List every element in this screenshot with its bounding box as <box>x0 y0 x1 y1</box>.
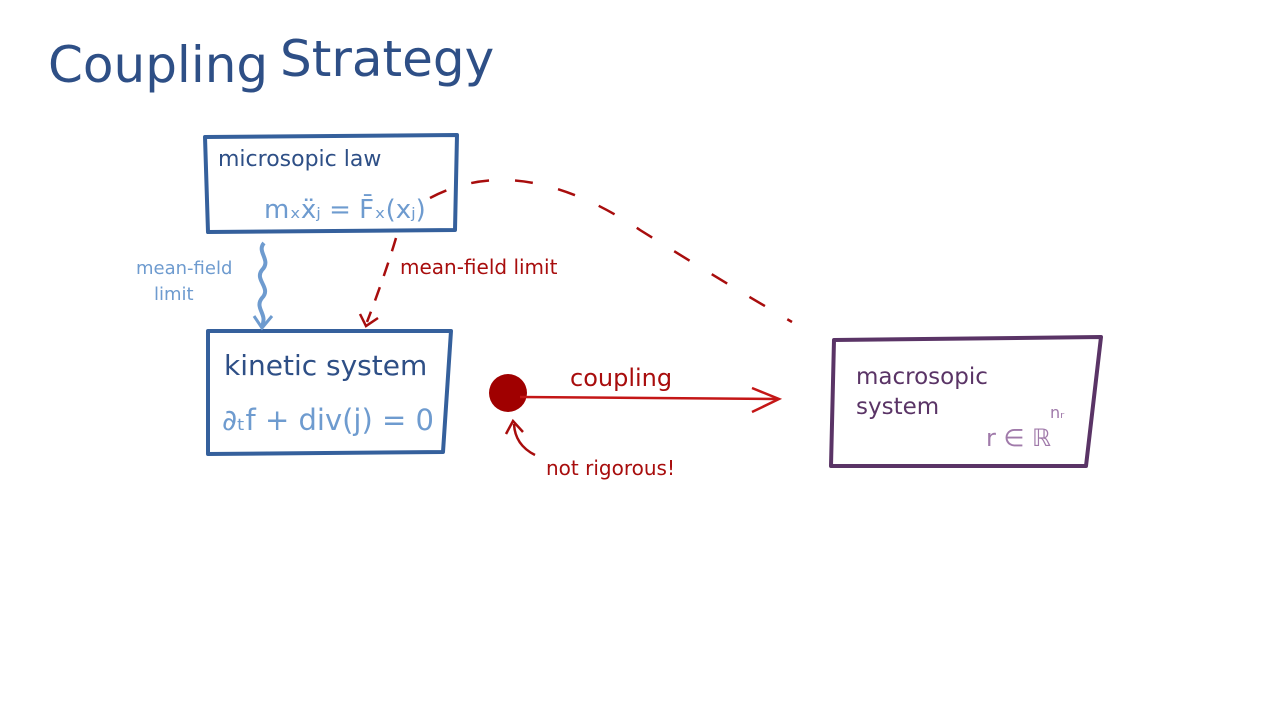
kinetic-system-box <box>206 329 453 456</box>
curved-arrow <box>512 423 536 457</box>
kinetic-equation: ∂ₜf + div(j) = 0 <box>222 403 434 437</box>
wavy-arrow-head <box>252 315 274 331</box>
not-rigorous-label: not rigorous! <box>546 456 675 480</box>
macroscopic-formula: r ∈ ℝ <box>986 424 1051 452</box>
macroscopic-label-line1: macrosopic <box>856 364 988 390</box>
title-strategy: Strategy <box>280 30 494 88</box>
wavy-arrow <box>257 241 268 327</box>
mean-field-left-line2: limit <box>154 284 194 305</box>
red-dashed-arrow-head <box>358 313 379 328</box>
macroscopic-label-line2: system <box>856 394 939 420</box>
red-dashed-arrow <box>365 237 398 323</box>
macroscopic-system-box <box>829 335 1103 468</box>
coupling-arrow <box>519 395 779 401</box>
coupling-arrow-head <box>751 386 783 414</box>
macroscopic-formula-superscript: nᵣ <box>1050 403 1065 422</box>
coupling-dot <box>489 374 527 412</box>
mean-field-red-label: mean-field limit <box>400 255 558 279</box>
mean-field-left-line1: mean-field <box>136 258 232 279</box>
coupling-label: coupling <box>570 364 672 392</box>
curved-arrow-head <box>504 418 524 435</box>
microscopic-equation: mₓẍⱼ = F̄ₓ(xⱼ) <box>264 193 426 225</box>
title-coupling: Coupling <box>48 36 268 94</box>
microscopic-law-box <box>203 133 459 234</box>
kinetic-system-label: kinetic system <box>224 349 427 382</box>
dashed-arc <box>429 178 793 324</box>
microscopic-law-label: microsopic law <box>218 147 381 172</box>
